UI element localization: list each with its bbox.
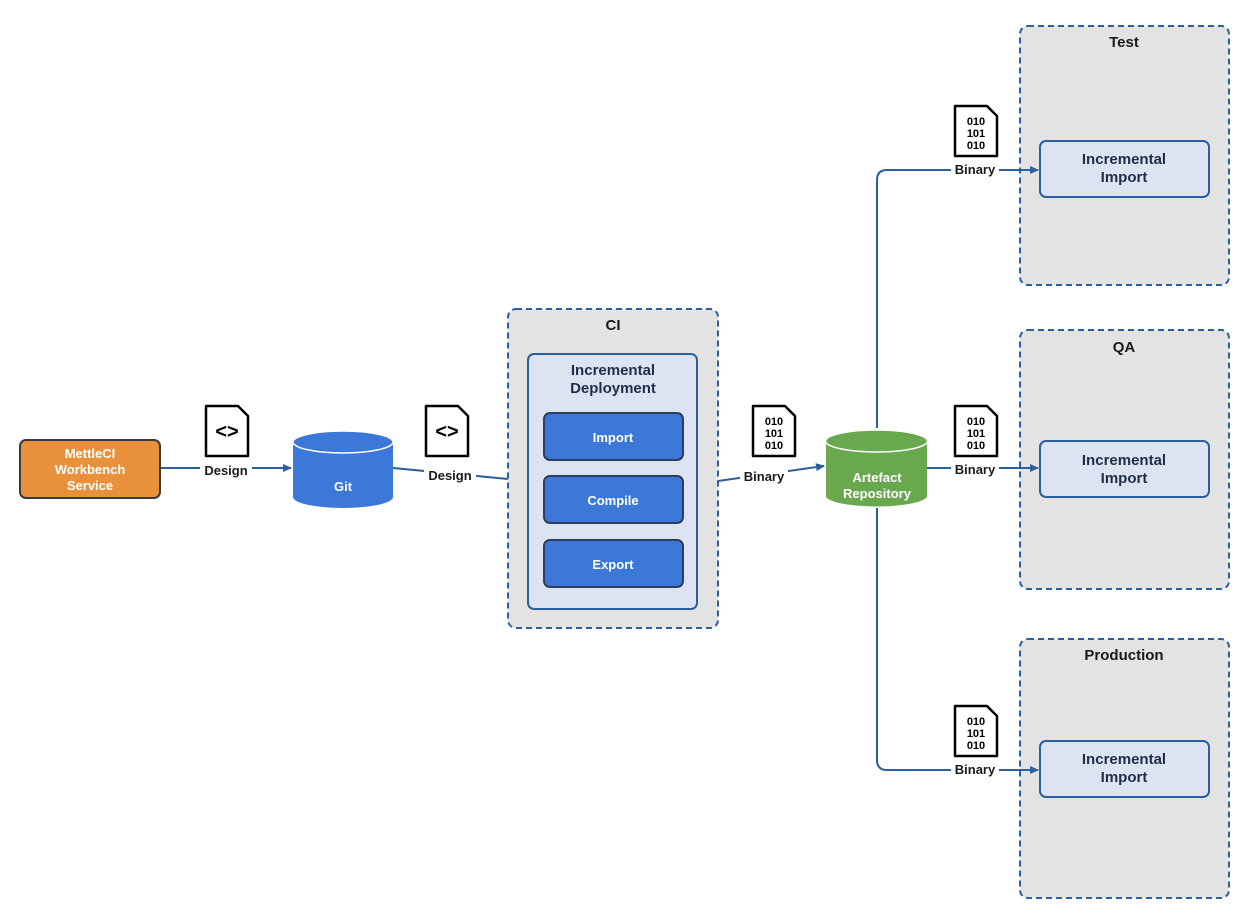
git-label: Git — [334, 479, 353, 494]
git-database: Git — [292, 430, 394, 508]
mettleci-workbench-box — [19, 439, 161, 499]
code-file-icon: <> — [424, 404, 470, 458]
binary-row: 010 — [765, 440, 783, 452]
code-glyph: <> — [435, 421, 458, 443]
binary-row: 101 — [765, 428, 783, 440]
step-label: Import — [593, 430, 634, 445]
label-background — [951, 161, 999, 179]
import-step — [543, 412, 684, 461]
binary-row: 010 — [967, 140, 985, 152]
task-line: Incremental — [1082, 751, 1166, 768]
binary-label: Binary — [955, 162, 996, 177]
label-background — [951, 461, 999, 479]
compile-step — [543, 475, 684, 524]
binary-row: 010 — [967, 116, 985, 128]
ci-group: CI Incremental Deployment Import Compile… — [507, 308, 719, 629]
step-label: Compile — [587, 493, 638, 508]
file-outline — [204, 404, 250, 458]
incremental-import-box — [1039, 440, 1210, 498]
git-cylinder-top — [292, 430, 394, 454]
label-background — [424, 467, 476, 485]
binary-file-icon: 010 101 010 — [953, 404, 999, 458]
task-line: Import — [1101, 769, 1148, 786]
file-outline — [751, 404, 797, 458]
incremental-import-box — [1039, 140, 1210, 198]
env-qa-group: QA Incremental Import — [1019, 329, 1230, 590]
env-title: Test — [1109, 34, 1139, 51]
label-background — [200, 461, 252, 479]
mettleci-workbench-node: MettleCI Workbench Service — [19, 439, 161, 499]
task-line: Incremental — [1082, 151, 1166, 168]
design-label: Design — [204, 463, 247, 478]
binary-row: 101 — [967, 728, 985, 740]
design-label: Design — [428, 468, 471, 483]
file-outline — [953, 704, 999, 758]
connector-repo-to-test — [876, 166, 1039, 428]
ci-title: CI — [606, 317, 621, 334]
binary-file-icon: 010 101 010 — [751, 404, 797, 458]
repo-label-line: Repository — [843, 486, 912, 501]
binary-file-icon: 010 101 010 — [953, 704, 999, 758]
file-outline — [424, 404, 470, 458]
task-line: Incremental — [1082, 452, 1166, 469]
label-background — [740, 468, 788, 486]
step-label: Export — [592, 557, 634, 572]
node-label-line: Workbench — [55, 462, 126, 477]
file-outline — [953, 404, 999, 458]
code-file-icon: <> — [204, 404, 250, 458]
node-label-line: MettleCI — [65, 446, 116, 461]
binary-row: 101 — [967, 428, 985, 440]
env-production-group: Production Incremental Import — [1019, 638, 1230, 899]
repo-cylinder-top — [824, 429, 929, 453]
connector-repo-to-production — [876, 508, 1039, 774]
binary-row: 010 — [967, 440, 985, 452]
repo-cylinder-body — [826, 441, 927, 507]
code-glyph: <> — [215, 421, 238, 443]
export-step — [543, 539, 684, 588]
binary-label: Binary — [955, 462, 996, 477]
label-background — [951, 761, 999, 779]
flow-labels: Design Design Binary Binary Binary Binar… — [200, 161, 999, 779]
binary-row: 010 — [967, 740, 985, 752]
task-line: Import — [1101, 169, 1148, 186]
repo-label-line: Artefact — [852, 470, 902, 485]
incremental-deployment-title: Incremental — [571, 362, 655, 379]
env-test-group: Test Incremental Import — [1019, 25, 1230, 286]
binary-label: Binary — [744, 469, 785, 484]
binary-row: 010 — [765, 416, 783, 428]
incremental-deployment-title: Deployment — [570, 380, 656, 397]
binary-row: 010 — [967, 416, 985, 428]
artefact-repository: Artefact Repository — [824, 429, 929, 507]
binary-row: 010 — [967, 716, 985, 728]
env-title: Production — [1084, 647, 1163, 664]
binary-row: 101 — [967, 128, 985, 140]
env-title: QA — [1113, 339, 1136, 356]
incremental-import-box — [1039, 740, 1210, 798]
binary-label: Binary — [955, 762, 996, 777]
file-outline — [953, 104, 999, 158]
git-cylinder-body — [293, 442, 393, 508]
task-line: Import — [1101, 470, 1148, 487]
binary-file-icon: 010 101 010 — [953, 104, 999, 158]
node-label-line: Service — [67, 478, 113, 493]
